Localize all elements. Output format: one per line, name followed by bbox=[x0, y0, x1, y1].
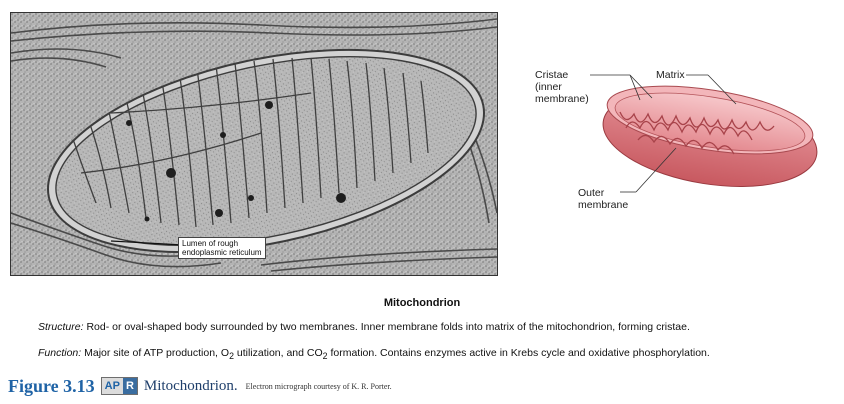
outer-membrane-label: Outer membrane bbox=[578, 187, 628, 211]
outer-membrane-line2: membrane bbox=[578, 199, 629, 211]
cristae-label-line2: (inner bbox=[535, 81, 562, 93]
function-line: Function: Major site of ATP production, … bbox=[38, 347, 710, 361]
apr-badge-r: R bbox=[122, 378, 137, 394]
figure-title: Mitochondrion. bbox=[143, 377, 238, 394]
micrograph-image bbox=[11, 13, 497, 275]
structure-text: Rod- or oval-shaped body surrounded by t… bbox=[83, 321, 690, 333]
lumen-label: Lumen of rough endoplasmic reticulum bbox=[178, 237, 266, 259]
structure-label: Structure: bbox=[38, 321, 84, 333]
cristae-label-line1: Cristae bbox=[535, 69, 569, 81]
lumen-label-line1: Lumen of rough bbox=[182, 239, 239, 248]
figure-caption-bar: Figure 3.13 AP R Mitochondrion. Electron… bbox=[8, 375, 392, 397]
function-label: Function: bbox=[38, 347, 82, 359]
matrix-label: Matrix bbox=[656, 69, 685, 81]
function-text-c: formation. Contains enzymes active in Kr… bbox=[327, 347, 710, 359]
figure-number: Figure 3.13 bbox=[8, 375, 95, 396]
outer-membrane-line1: Outer bbox=[578, 187, 605, 199]
function-text-b: utilization, and CO bbox=[233, 347, 323, 359]
cristae-label-line3: membrane) bbox=[535, 93, 589, 105]
caption-title: Mitochondrion bbox=[383, 297, 461, 309]
apr-badge-ap: AP bbox=[104, 380, 120, 392]
structure-line: Structure: Rod- or oval-shaped body surr… bbox=[38, 321, 690, 333]
apr-badge[interactable]: AP R bbox=[100, 377, 138, 395]
function-sub-b: 2 bbox=[322, 351, 328, 362]
lumen-label-line2: endoplasmic reticulum bbox=[182, 248, 262, 257]
figure-credit: Electron micrograph courtesy of K. R. Po… bbox=[245, 381, 392, 391]
mitochondrion-illustration bbox=[590, 74, 818, 193]
cristae-label: Cristae (inner membrane) bbox=[535, 69, 589, 105]
function-text-a: Major site of ATP production, O bbox=[81, 347, 230, 359]
function-sub-a: 2 bbox=[229, 351, 234, 362]
electron-micrograph bbox=[10, 12, 498, 276]
